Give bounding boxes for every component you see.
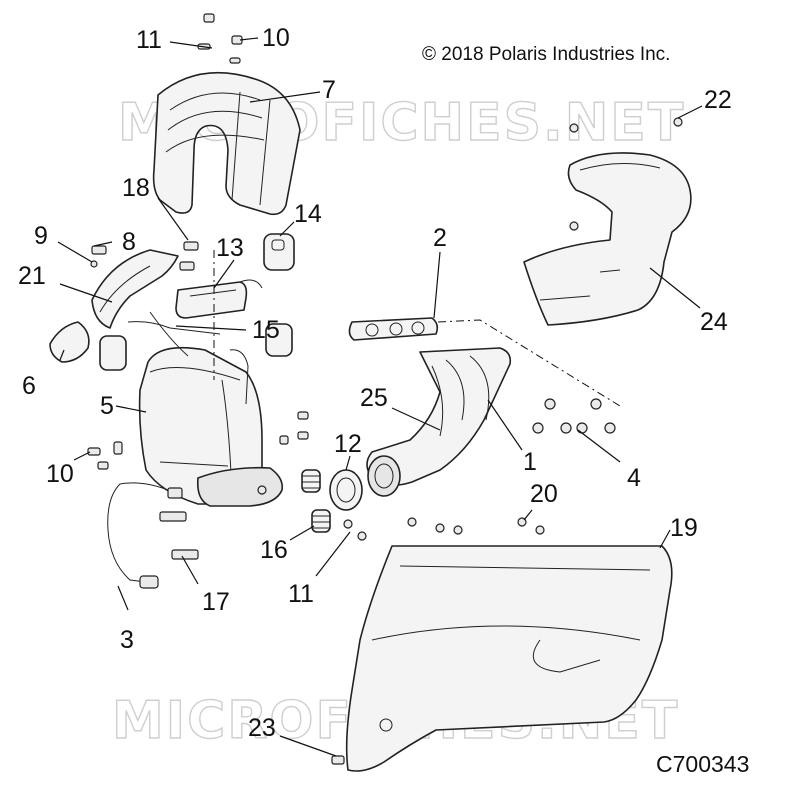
fasteners-left [87, 13, 243, 560]
callout-10-left: 10 [46, 460, 74, 488]
part-16-springs [279, 411, 331, 533]
part-24-header-shield [523, 152, 692, 326]
callout-8: 8 [122, 228, 136, 256]
callout-14: 14 [294, 200, 322, 228]
callout-25: 25 [360, 384, 388, 412]
part-15-pipe [127, 311, 249, 405]
callout-21: 21 [18, 262, 46, 290]
part-7-heat-shield [152, 71, 301, 216]
part-1-exhaust-header [366, 347, 512, 497]
copyright-notice: © 2018 Polaris Industries Inc. [422, 44, 670, 65]
callout-4: 4 [627, 464, 641, 492]
callout-1: 1 [523, 448, 537, 476]
part-13-bracket [175, 279, 263, 319]
part-19-lower-shield [331, 545, 673, 772]
part-14-isolators [99, 233, 295, 371]
diagram-code: C700343 [656, 751, 749, 777]
callout-labels: 1 2 3 4 5 6 7 8 9 10 10 11 11 12 13 14 1… [18, 24, 732, 742]
callout-12: 12 [334, 430, 362, 458]
part-5-muffler [138, 346, 284, 507]
callout-16: 16 [260, 536, 288, 564]
callout-24: 24 [700, 308, 728, 336]
callout-3: 3 [120, 626, 134, 654]
callout-17: 17 [202, 588, 230, 616]
callout-9: 9 [34, 222, 48, 250]
part-2-gasket [348, 317, 439, 341]
part-21-tailpipe [91, 249, 179, 329]
callout-10-top: 10 [262, 24, 290, 52]
callout-15: 15 [252, 316, 280, 344]
callout-20: 20 [530, 480, 558, 508]
callout-13: 13 [216, 234, 244, 262]
callout-19: 19 [670, 514, 698, 542]
callout-18: 18 [122, 174, 150, 202]
callout-7: 7 [322, 76, 336, 104]
callout-11-top: 11 [136, 26, 162, 54]
leader-lines [57, 37, 703, 757]
fasteners-right [343, 117, 683, 541]
part-6-exhaust-tip [49, 321, 90, 363]
part-12-clamp [329, 469, 363, 511]
part-3-o2-sensor [107, 482, 183, 589]
callout-23: 23 [248, 714, 276, 742]
callout-6: 6 [22, 372, 36, 400]
callout-22: 22 [704, 86, 732, 114]
callout-2: 2 [433, 224, 447, 252]
callout-5: 5 [100, 392, 114, 420]
callout-11-bottom: 11 [288, 580, 314, 608]
